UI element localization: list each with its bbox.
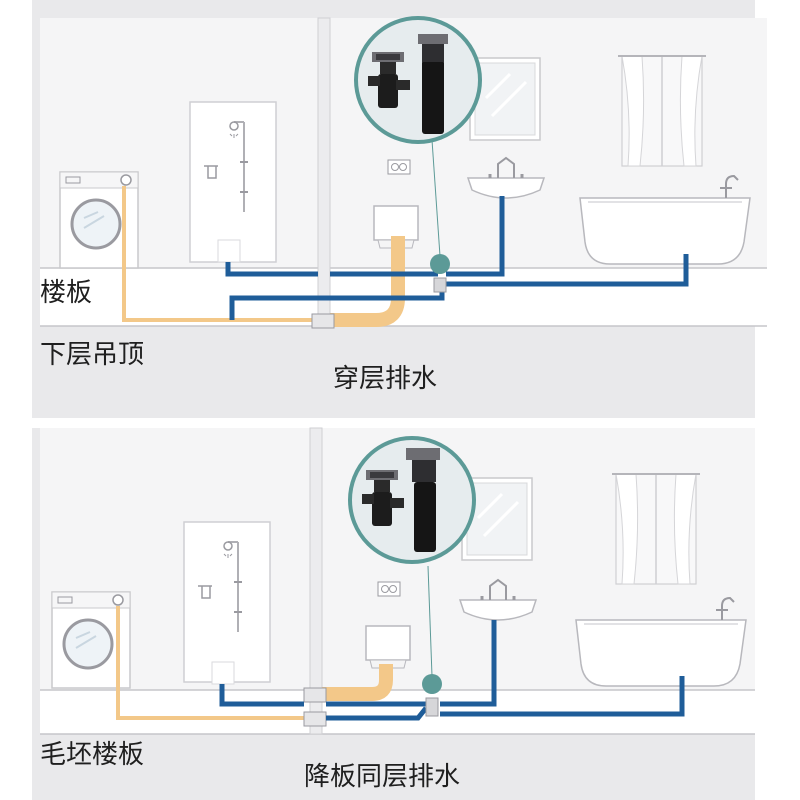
bottom-pipe-coupler-icon [303,687,327,703]
bottom-floor-drain-marker [422,674,442,694]
bottom-toilet-icon [365,625,411,669]
bottom-pipe-coupler-2-icon [303,711,327,727]
top-shower-drain-icon [217,239,241,263]
top-floor-drain-marker [430,254,450,274]
top-floor-label: 楼板 [40,278,93,308]
bottom-floor-label: 毛坯楼板 [40,740,145,770]
top-flush-plate-icon [387,159,411,175]
top-fitting-inset [354,16,482,144]
bottom-shower-icon [183,521,271,683]
top-window-icon [617,55,707,167]
bottom-caption: 降板同层排水 [304,762,461,792]
bottom-yellow-pipe [116,606,393,720]
top-caption: 穿层排水 [333,364,438,394]
bottom-shower-drain-icon [211,661,235,685]
bottom-window-icon [611,473,701,585]
top-ceiling-label: 下层吊顶 [40,340,145,370]
bottom-blue-pipe [219,620,685,721]
top-pipe-coupler-icon [311,313,335,329]
top-blue-pipe [225,196,689,320]
bottom-fitting-inset [348,436,476,564]
top-washing-machine-icon [58,170,140,270]
bottom-flush-plate-icon [377,581,401,597]
top-shower-icon [189,101,277,263]
